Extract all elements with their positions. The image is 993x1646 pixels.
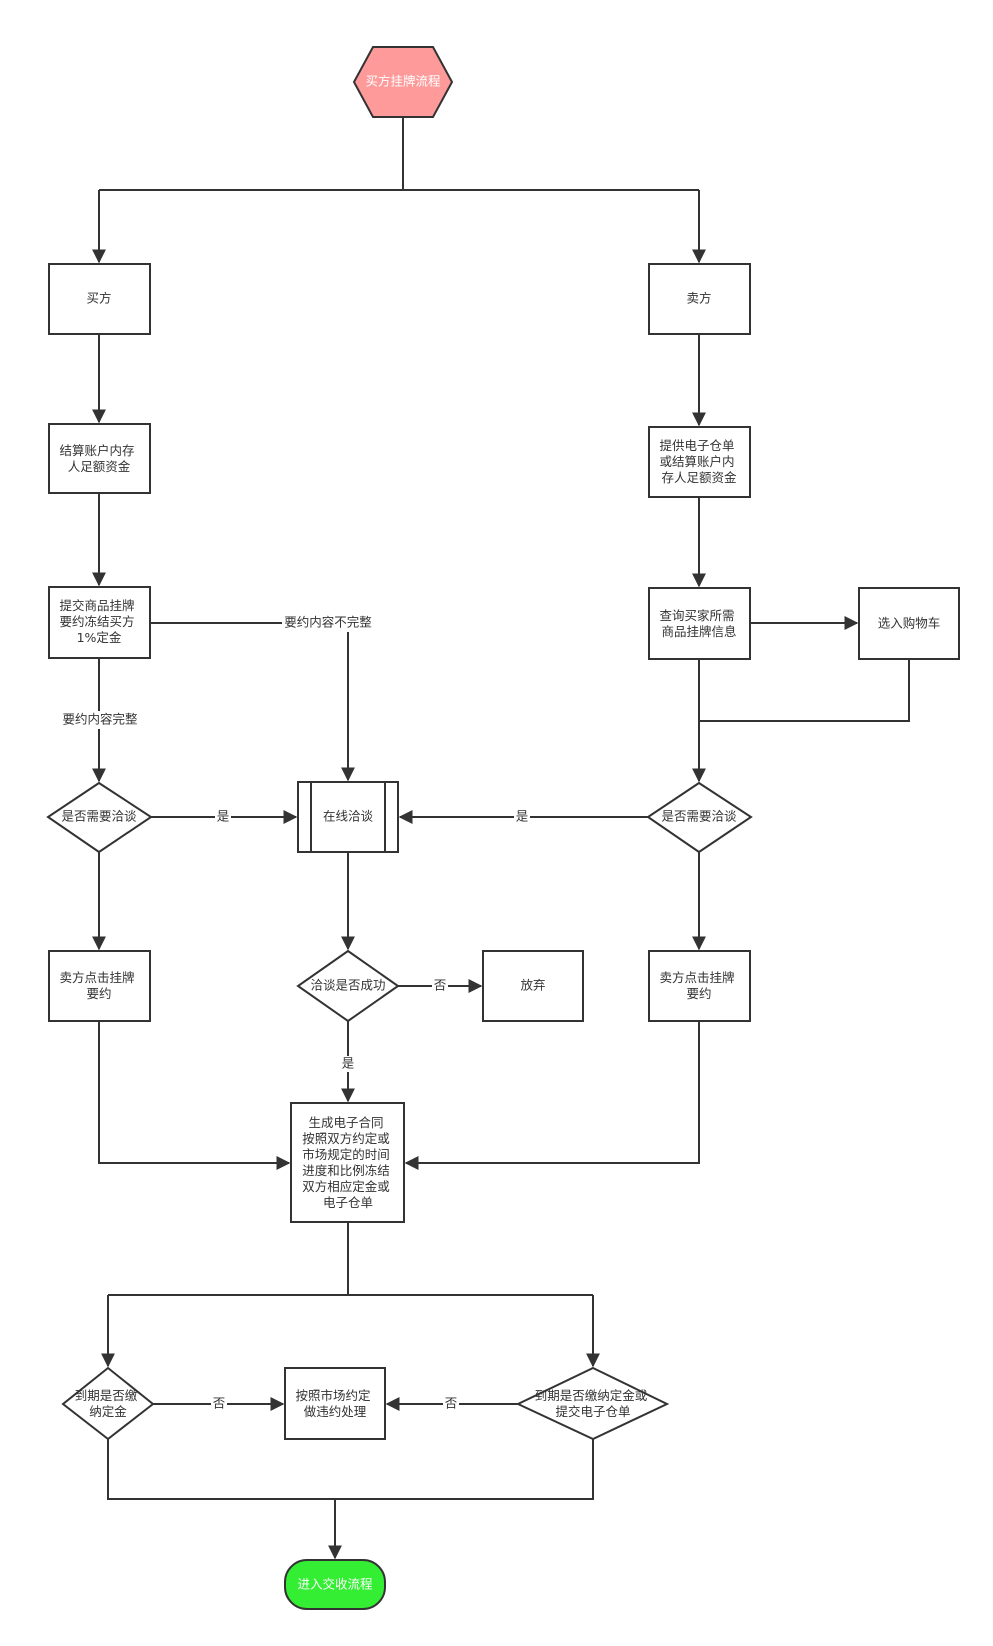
label-yes-success: 是 — [342, 1056, 355, 1071]
label-yes-right: 是 — [516, 809, 529, 824]
label-incomplete: 要约内容不完整 — [284, 615, 372, 630]
arrow — [150, 622, 355, 782]
seller-node[interactable]: 卖方 — [648, 263, 751, 335]
submit-listing-node[interactable]: 提交商品挂牌 要约冻结买方 1%定金 — [48, 586, 151, 659]
svg-text:按照市场约定 做违约处理: 按照市场约定 做违约处理 — [296, 1388, 375, 1419]
due-deposit-or-receipt-decision[interactable]: 到期是否缴纳定金或 提交电子仓单 — [515, 1366, 670, 1441]
query-listing-node[interactable]: 查询买家所需 商品挂牌信息 — [648, 587, 751, 660]
svg-text:查询买家所需 商品挂牌信息: 查询买家所需 商品挂牌信息 — [660, 608, 739, 639]
svg-text:结算账户内存 人足额资金: 结算账户内存 人足额资金 — [60, 443, 139, 474]
svg-text:提交商品挂牌 要约冻结买方 1%定金: 提交商品挂牌 要约冻结买方 1%定金 — [60, 598, 139, 645]
negotiate-success-decision[interactable]: 洽谈是否成功 — [296, 949, 400, 1023]
contract-node[interactable]: 生成电子合同 按照双方约定或 市场规定的时间 进度和比例冻结 双方相应定金或 电… — [290, 1102, 405, 1223]
connector — [699, 659, 910, 722]
svg-text:是否需要洽谈: 是否需要洽谈 — [61, 809, 137, 824]
seller-provide-node[interactable]: 提供电子仓单 或结算账户内 存人足额资金 — [648, 426, 751, 498]
buyer-node[interactable]: 买方 — [48, 263, 151, 335]
end-node[interactable]: 进入交收流程 — [284, 1559, 386, 1610]
arrow — [404, 1021, 700, 1170]
need-negotiate-left-decision[interactable]: 是否需要洽谈 — [46, 781, 153, 854]
svg-text:是否需要洽谈: 是否需要洽谈 — [661, 809, 737, 824]
svg-text:到期是否缴纳定金或 提交电子仓单: 到期是否缴纳定金或 提交电子仓单 — [535, 1388, 652, 1419]
svg-text:选入购物车: 选入购物车 — [878, 616, 941, 631]
seller-click-left-node[interactable]: 卖方点击挂牌 要约 — [48, 950, 151, 1022]
add-cart-node[interactable]: 选入购物车 — [858, 587, 960, 660]
svg-text:进入交收流程: 进入交收流程 — [297, 1577, 373, 1592]
seller-click-right-node[interactable]: 卖方点击挂牌 要约 — [648, 950, 751, 1022]
edge-labels: 要约内容不完整 要约内容完整 是 是 否 是 否 否 — [56, 614, 530, 1412]
svg-text:卖方点击挂牌 要约: 卖方点击挂牌 要约 — [660, 970, 739, 1001]
svg-text:到期是否缴 纳定金: 到期是否缴 纳定金 — [75, 1388, 142, 1419]
svg-text:在线洽谈: 在线洽谈 — [323, 809, 374, 824]
svg-text:生成电子合同 按照双方约定或 市场规: 生成电子合同 按照双方约定或 市场规定的时间 进度和比例冻结 双方相应定金或 电… — [302, 1115, 394, 1210]
label-no-giveup: 否 — [434, 978, 447, 993]
label-complete: 要约内容完整 — [62, 712, 138, 727]
connectors — [92, 117, 910, 1560]
label-yes-left: 是 — [217, 809, 230, 824]
svg-text:放弃: 放弃 — [520, 978, 545, 993]
label-no-right: 否 — [445, 1396, 458, 1411]
svg-text:买方: 买方 — [86, 291, 111, 306]
start-node[interactable]: 买方挂牌流程 — [352, 46, 454, 118]
svg-text:洽谈是否成功: 洽谈是否成功 — [310, 978, 385, 993]
label-no-left: 否 — [213, 1396, 226, 1411]
connector — [107, 1439, 594, 1500]
svg-text:买方挂牌流程: 买方挂牌流程 — [365, 74, 441, 89]
due-deposit-decision[interactable]: 到期是否缴 纳定金 — [61, 1366, 155, 1441]
buyer-funds-node[interactable]: 结算账户内存 人足额资金 — [48, 423, 151, 494]
online-negotiate-node[interactable]: 在线洽谈 — [297, 781, 399, 853]
default-handling-node[interactable]: 按照市场约定 做违约处理 — [284, 1367, 386, 1440]
arrow — [98, 1021, 291, 1170]
svg-text:卖方: 卖方 — [686, 291, 711, 306]
give-up-node[interactable]: 放弃 — [482, 950, 584, 1022]
need-negotiate-right-decision[interactable]: 是否需要洽谈 — [646, 781, 753, 854]
svg-text:提供电子仓单 或结算账户内 存人足额: 提供电子仓单 或结算账户内 存人足额资金 — [660, 438, 739, 485]
svg-text:卖方点击挂牌 要约: 卖方点击挂牌 要约 — [60, 970, 139, 1001]
